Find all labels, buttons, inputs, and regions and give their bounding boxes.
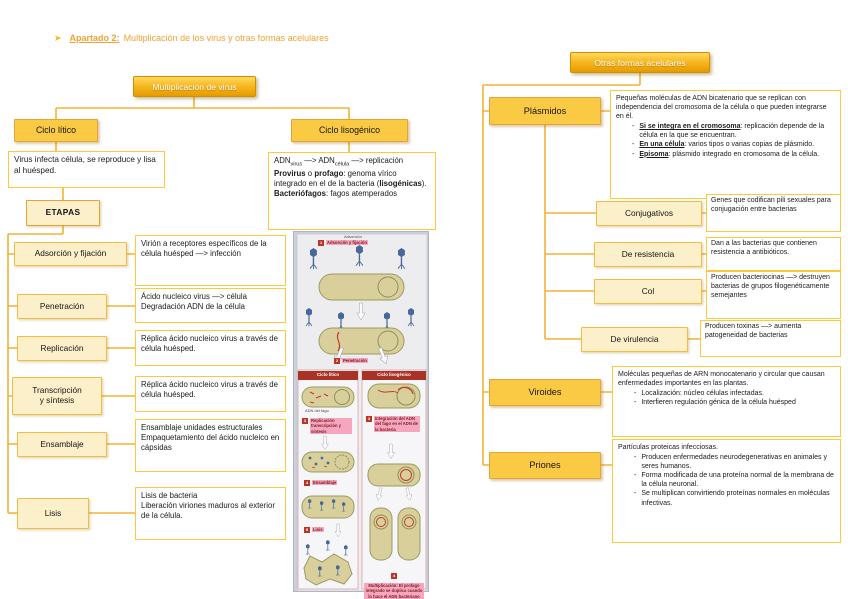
figure-step4-right-label: 4 Multiplicación: El profago integrado s… <box>364 573 424 599</box>
node-stage-penetracion: Penetración <box>17 294 107 319</box>
desc-conjugativos: Genes que codifican pili sexuales para c… <box>706 194 841 232</box>
node-stage-adsorcion: Adsorción y fijación <box>14 242 127 266</box>
desc-de-resistencia: Dan a las bacterias que contienen resist… <box>706 237 841 271</box>
figure-step3-right-label: 3 Integración del ADN del fago en el ADN… <box>366 416 422 433</box>
viroides-intro: Moléculas pequeñas de ARN monocatenario … <box>618 371 825 388</box>
plasmidos-bullet: Episoma: plásmido integrado en cromosoma… <box>616 150 835 159</box>
dash-bullet-icon <box>634 489 636 507</box>
dash-bullet-icon <box>632 150 634 159</box>
figure-step1-label: 1 Adsorción y fijación <box>318 240 369 246</box>
dash-bullet-icon <box>634 471 636 489</box>
figure-artwork <box>296 233 428 592</box>
dash-bullet-icon <box>632 140 634 149</box>
node-stage-replicacion: Replicación <box>17 336 107 361</box>
node-stage-ensamblaje: Ensamblaje <box>17 432 107 457</box>
desc-ensamblaje: Ensamblaje unidades estructurales Empaqu… <box>135 419 286 472</box>
figure-step5-left-label: 5 Lisis <box>304 527 324 533</box>
step-number-badge: 1 <box>318 240 324 246</box>
step-number-badge: 4 <box>304 480 310 486</box>
viroides-bullet: Interfieren regulación génica de la célu… <box>618 398 835 407</box>
desc-adsorcion: Virión a receptores específicos de la cé… <box>135 235 286 286</box>
node-ciclo-litico: Ciclo lítico <box>14 119 98 142</box>
desc-col: Producen bacteriocinas —> destruyen bact… <box>706 271 841 319</box>
node-etapas: ETAPAS <box>26 200 100 226</box>
node-ciclo-lisogenico: Ciclo lisogénico <box>291 119 408 142</box>
lyso-line-adn: ADNvirus —> ADNcélula —> replicación <box>274 156 404 168</box>
figure-step2-label: 2 Penetración <box>334 358 368 364</box>
node-de-resistencia: De resistencia <box>594 242 702 267</box>
plasmidos-bullet: Si se integra en el cromosoma: replicaci… <box>616 122 835 140</box>
dash-bullet-icon <box>634 389 636 398</box>
lyso-line-bacteriofagos: Bacteriófagos: fagos atemperados <box>274 188 398 198</box>
step-number-badge: 5 <box>304 527 310 533</box>
figure-column-ciclo-lisogenico: Ciclo lisogénico <box>362 371 426 380</box>
priones-bullet: Producen enfermedades neurodegenerativas… <box>618 453 835 471</box>
node-otras-formas-acelulares: Otras formas acelulares <box>570 52 710 73</box>
priones-intro: Partículas proteicas infecciosas. <box>618 444 718 451</box>
step-number-badge: 3 <box>366 416 372 422</box>
title-lead: Apartado 2: <box>69 33 120 43</box>
title-rest: Multiplicación de los virus y otras form… <box>123 33 329 43</box>
node-de-virulencia: De virulencia <box>581 327 688 352</box>
dash-bullet-icon <box>634 398 636 407</box>
desc-transcripcion: Réplica ácido nucleico virus a través de… <box>135 376 286 412</box>
lyso-line-provirus: Provirus o profago: genoma vírico integr… <box>274 168 427 188</box>
node-plasmidos: Plásmidos <box>489 97 601 125</box>
figure-step4-left-label: 4 Ensamblaje <box>304 480 338 486</box>
desc-priones: Partículas proteicas infecciosas. Produc… <box>612 439 841 543</box>
figure-step3-left-label: 3 Replicación transcripción y síntesis <box>302 418 354 435</box>
node-multiplicacion-de-virus: Multiplicación de virus <box>133 76 256 97</box>
viroides-bullet: Localización: núcleo células infectadas. <box>618 389 835 398</box>
desc-lisis: Lisis de bacteria Liberación viriones ma… <box>135 487 286 540</box>
textbook-figure-virus-cycles: Adsorción 1 Adsorción y fijación 2 Penet… <box>293 231 429 599</box>
step-number-badge: 3 <box>302 418 308 424</box>
desc-viroides: Moléculas pequeñas de ARN monocatenario … <box>612 366 841 437</box>
plasmidos-bullet: En una célula: varios tipos o varias cop… <box>616 140 835 149</box>
priones-bullet: Se multiplican convirtiendo proteínas no… <box>618 489 835 507</box>
desc-replicacion: Réplica ácido nucleico virus a través de… <box>135 330 286 366</box>
step-number-badge: 4 <box>391 573 397 579</box>
node-priones: Priones <box>489 452 601 479</box>
page-title: ➤ Apartado 2: Multiplicación de los viru… <box>54 33 329 44</box>
figure-top-title: Adsorción <box>344 234 362 239</box>
dash-bullet-icon <box>634 453 636 471</box>
dash-bullet-icon <box>632 122 634 140</box>
desc-ciclo-litico: Virus infecta célula, se reproduce y lis… <box>8 151 165 188</box>
bullet-arrow-icon: ➤ <box>54 33 62 43</box>
priones-bullet: Forma modificada de una proteína normal … <box>618 471 835 489</box>
desc-plasmidos: Pequeñas moléculas de ADN bicatenario qu… <box>610 90 841 199</box>
step-number-badge: 2 <box>334 358 340 364</box>
desc-de-virulencia: Producen toxinas —> aumenta patogeneidad… <box>700 320 841 357</box>
plasmidos-intro: Pequeñas moléculas de ADN bicatenario qu… <box>616 95 827 121</box>
desc-penetracion: Ácido nucleico virus —> célula Degradaci… <box>135 288 286 323</box>
node-conjugativos: Conjugativos <box>596 201 702 226</box>
figure-adn-del-fago-caption: ADN del fago <box>305 408 329 413</box>
node-stage-lisis: Lisis <box>17 498 89 529</box>
desc-ciclo-lisogenico: ADNvirus —> ADNcélula —> replicación Pro… <box>268 152 436 230</box>
figure-column-ciclo-litico: Ciclo lítico <box>298 371 358 380</box>
node-col: Col <box>594 279 702 304</box>
node-viroides: Viroides <box>489 379 601 406</box>
node-stage-transcripcion: Transcripción y síntesis <box>12 377 102 415</box>
